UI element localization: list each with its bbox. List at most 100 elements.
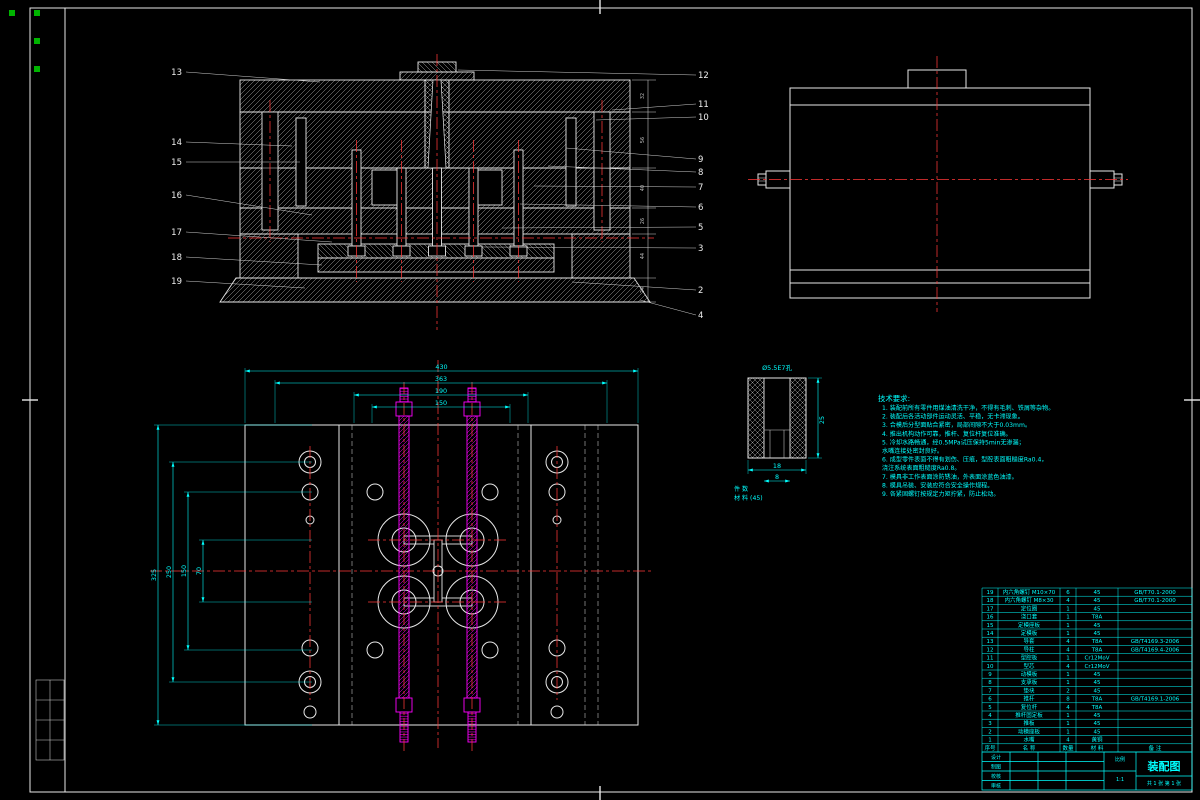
bom-cell: 9 [988, 672, 992, 678]
note-line: 1. 装配前所有零件用煤油清洗干净，不得有毛刺、铁屑等杂物。 [882, 404, 1054, 412]
bom-cell: 垫块 [1023, 686, 1035, 694]
bom-cell: GB/T4169.1-2006 [1131, 697, 1180, 703]
callout-number: 2 [698, 286, 703, 296]
callout-number: 19 [171, 277, 182, 287]
bom-cell: 45 [1094, 729, 1101, 735]
bom-cell: 6 [1066, 590, 1070, 596]
dim-value: 56 [640, 137, 646, 143]
bom-cell: 14 [987, 631, 994, 637]
note-line: 6. 成型零件表面不得有划伤、压痕，型腔表面粗糙度Ra0.4， [882, 456, 1047, 464]
bom-header: 名 称 [1023, 744, 1036, 752]
detail-dim-bottom: 18 [773, 462, 781, 470]
scale-label: 比例 [1115, 756, 1125, 763]
detail-qty-line: 件 数 [734, 485, 748, 493]
callout-number: 11 [698, 100, 709, 110]
spacer-block-left [239, 233, 299, 279]
callout-number: 16 [171, 191, 182, 201]
note-line: 3. 合模后分型面贴合紧密，局部间隙不大于0.03mm。 [882, 421, 1031, 429]
drawing-title: 装配图 [1147, 759, 1181, 773]
note-line: 8. 模具吊装、安装应符合安全操作规程。 [882, 481, 993, 489]
bom-cell: 1 [988, 738, 992, 744]
bom-cell: 45 [1094, 590, 1101, 596]
bottom-clamp-plate [219, 277, 651, 303]
bom-cell: 45 [1094, 713, 1101, 719]
bom-cell: 水嘴 [1023, 736, 1035, 744]
bom-header: 数量 [1062, 744, 1074, 752]
bom-cell: 5 [988, 705, 992, 711]
notes-lines: 1. 装配前所有零件用煤油清洗干净，不得有毛刺、铁屑等杂物。2. 装配后各活动部… [882, 404, 1054, 498]
drawing-frame [9, 0, 1200, 800]
callout-number: 18 [171, 253, 182, 263]
plan-centerlines [150, 360, 652, 752]
bom-cell: 1 [1066, 623, 1070, 629]
detail-wall-left [747, 377, 765, 459]
side-view [748, 56, 1128, 312]
bom-cell: 内六角螺钉 M10×70 [1003, 588, 1056, 596]
bom-cell: T8A [1091, 615, 1103, 621]
bom-cell: 45 [1094, 631, 1101, 637]
dim-value: 250 [165, 566, 173, 578]
bom-cell: Cr12MoV [1085, 664, 1110, 670]
dim-value: 363 [435, 375, 447, 383]
bom-cell: 45 [1094, 623, 1101, 629]
bom-cell: 黄铜 [1091, 736, 1103, 744]
bom-cell: 19 [987, 590, 994, 596]
callout-number: 10 [698, 113, 709, 123]
detail-dim-right: 25 [818, 416, 826, 424]
bom-header: 序号 [984, 744, 996, 752]
bom-cell: 11 [987, 656, 994, 662]
bom-cell: 3 [988, 721, 992, 727]
bom-cell: 1 [1066, 680, 1070, 686]
cell-drafter: 制图 [991, 764, 1001, 771]
bom-cell: 1 [1066, 606, 1070, 612]
callout-number: 6 [698, 203, 703, 213]
bom-cell: 定模座板 [1018, 621, 1041, 629]
note-line: 9. 各紧固螺钉按规定力矩拧紧，防止松动。 [882, 490, 999, 498]
bom-cell: 45 [1094, 688, 1101, 694]
cell-checker: 校核 [991, 773, 1001, 780]
detail-mat-line: 材 料 (45) [734, 494, 763, 502]
bom-cell: 17 [987, 606, 994, 612]
cell-designer: 设计 [991, 754, 1001, 761]
bom-cell: 定模板 [1021, 629, 1038, 637]
registration-marks [9, 10, 40, 72]
spacer-block-right [571, 233, 631, 279]
callout-number: 8 [698, 168, 703, 178]
callout-number: 14 [171, 138, 182, 148]
detail-view: Ø5.5E7孔 25 18 8 件 数 材 料 (45) [734, 364, 826, 502]
bom-header: 材 料 [1091, 744, 1104, 752]
technical-notes: 技术要求: 1. 装配前所有零件用煤油清洗干净，不得有毛刺、铁屑等杂物。2. 装… [878, 394, 1054, 498]
title-block: 设计 制图 校核 审核 比例 1:1 装配图 共 1 张 第 1 张 [981, 751, 1193, 791]
bom-cell: 15 [987, 623, 994, 629]
bom-cell: 推板 [1023, 719, 1035, 727]
bom-cell: 6 [988, 697, 992, 703]
bom-cell: 8 [1066, 697, 1070, 703]
bom-cell: 型芯 [1023, 662, 1035, 670]
bom-cell: 10 [987, 664, 994, 670]
plate-outline [244, 424, 639, 726]
dim-value: 150 [435, 399, 447, 407]
bom-cell: 浇口套 [1021, 613, 1038, 621]
note-line: 水嘴连接处密封良好。 [882, 447, 943, 455]
notes-title: 技术要求: [878, 394, 910, 403]
bom-cell: 动模板 [1021, 670, 1038, 678]
bom-cell: 导套 [1023, 637, 1035, 645]
detail-hole-label: Ø5.5E7孔 [762, 364, 792, 372]
bom-cell: 13 [987, 639, 994, 645]
bom-cell: 4 [1066, 639, 1070, 645]
bom-cell: Cr12MoV [1085, 656, 1110, 662]
callout-number: 15 [171, 158, 182, 168]
mold-body-outline [789, 87, 1091, 299]
bom-cell: 型腔板 [1021, 654, 1038, 662]
margin-revision-boxes [35, 679, 65, 761]
note-line: 7. 模具非工作表面涂防锈油，外表面涂蓝色油漆。 [882, 473, 1018, 481]
bom-cell: 45 [1094, 680, 1101, 686]
bom-cell: 45 [1094, 672, 1101, 678]
bom-cell: 8 [988, 680, 992, 686]
bom-cell: 1 [1066, 721, 1070, 727]
bom-cell: 动模座板 [1018, 727, 1041, 735]
